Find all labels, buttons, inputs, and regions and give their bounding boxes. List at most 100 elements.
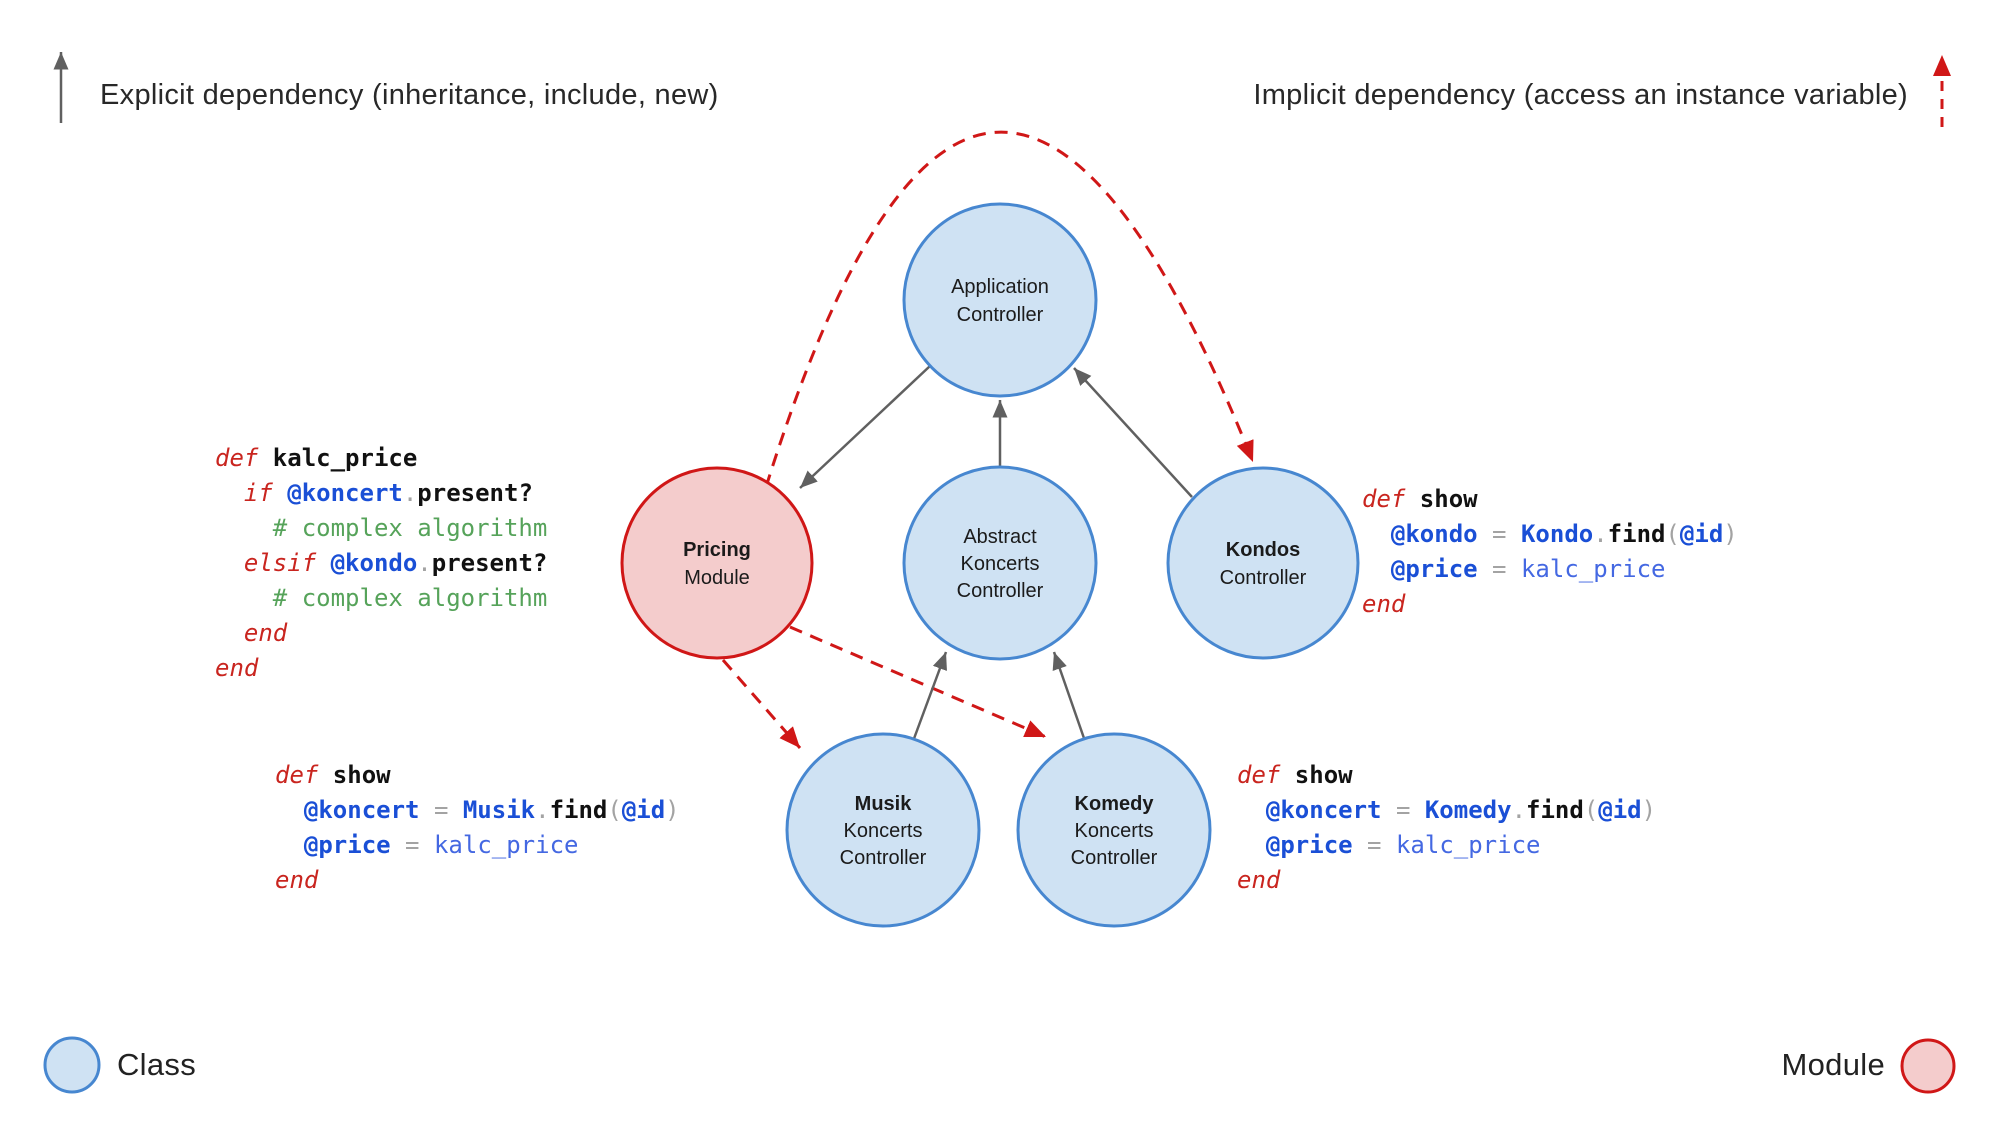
code-line: end (275, 863, 680, 898)
code-token: Kondo (1520, 520, 1594, 548)
code-token: = (419, 796, 463, 824)
abstract-label-line2: Koncerts (961, 553, 1040, 575)
pricing-label-line1: Pricing (683, 539, 751, 561)
code-token: @koncert (303, 796, 420, 824)
code-line: def show (1237, 758, 1656, 793)
code-token: find (549, 796, 608, 824)
code-token: . (535, 796, 550, 824)
code-token: kalc_price (272, 444, 418, 472)
code-line: @koncert = Musik.find(@id) (275, 793, 680, 828)
pricing-label-line2: Module (684, 567, 750, 589)
code-token: # complex algorithm (215, 514, 548, 542)
code-line: # complex algorithm (215, 581, 548, 616)
arrow-kondos-to-application (1073, 367, 1193, 498)
code-token: = (390, 831, 434, 859)
code-token: . (1511, 796, 1527, 824)
code-token: = (1352, 831, 1396, 859)
code-token: end (275, 866, 319, 894)
code-token: def (275, 761, 333, 789)
application-label-line2: Controller (957, 304, 1044, 326)
kondos-label-line1: Kondos (1226, 539, 1300, 561)
code-line: def kalc_price (215, 441, 547, 476)
abstract-label-line1: Abstract (963, 526, 1037, 548)
code-token (275, 831, 304, 859)
code-token: show (332, 761, 391, 789)
code-token: ) (1723, 520, 1738, 548)
node-komedy-koncerts-controller (1016, 732, 1212, 928)
musik-label-line3: Controller (840, 847, 927, 869)
komedy-label-line2: Koncerts (1075, 820, 1154, 842)
code-token: ( (607, 796, 622, 824)
code-token (1362, 520, 1391, 548)
code-token: if (215, 479, 288, 507)
arrow-pricing-to-musik (721, 659, 802, 749)
code-token: = (1477, 520, 1521, 548)
musik-label-line1: Musik (855, 793, 913, 815)
code-token: . (417, 549, 432, 577)
explicit-dependency-label: Explicit dependency (inheritance, includ… (100, 79, 719, 111)
code-token: @price (1390, 555, 1478, 583)
code-line: @price = kalc_price (1362, 552, 1738, 587)
code-token (1237, 831, 1266, 859)
code-line: @kondo = Kondo.find(@id) (1362, 517, 1738, 552)
code-line: end (1237, 863, 1656, 898)
code-token: @id (1598, 796, 1642, 824)
node-abstract-koncerts-controller (902, 465, 1098, 661)
code-line: elsif @kondo.present? (215, 546, 547, 581)
code-token: @id (621, 796, 666, 824)
code-token: kalc_price (433, 831, 579, 859)
arrow-musik-to-abstract (910, 651, 948, 745)
node-application-controller (902, 202, 1098, 398)
code-line: end (215, 651, 547, 686)
code-token: present? (417, 479, 533, 507)
code-line: @koncert = Komedy.find(@id) (1237, 793, 1656, 828)
module-swatch-icon (1900, 1038, 1956, 1094)
komedy-label-line3: Controller (1071, 847, 1158, 869)
arrow-pricing-to-komedy (789, 625, 1047, 739)
code-token (1362, 555, 1391, 583)
code-block-musik-show: def show @koncert = Musik.find(@id) @pri… (275, 758, 680, 898)
code-token: = (1477, 555, 1521, 583)
node-kondos-controller (1166, 466, 1360, 660)
code-token: show (1294, 761, 1353, 789)
arrow-pricing-to-kondos (764, 130, 1255, 488)
node-pricing-module (620, 466, 814, 660)
code-token: @price (1265, 831, 1353, 859)
code-token: Komedy (1424, 796, 1512, 824)
arrow-komedy-to-abstract (1052, 651, 1088, 745)
code-token: present? (431, 549, 548, 577)
komedy-label-line1: Komedy (1075, 793, 1155, 815)
arrow-application-to-pricing (799, 365, 931, 489)
code-token: ) (1641, 796, 1657, 824)
code-block-komedy-show: def show @koncert = Komedy.find(@id) @pr… (1237, 758, 1656, 898)
class-swatch-icon (43, 1036, 101, 1094)
code-token: @kondo (1390, 520, 1478, 548)
musik-label-line2: Koncerts (844, 820, 923, 842)
code-token: @id (1679, 520, 1724, 548)
code-token (275, 796, 304, 824)
code-line: end (215, 616, 547, 651)
code-token: ( (1665, 520, 1680, 548)
code-token: elsif (215, 549, 331, 577)
code-line: def show (1362, 482, 1738, 517)
code-line: @price = kalc_price (275, 828, 680, 863)
abstract-label-line3: Controller (957, 580, 1044, 602)
code-line: end (1362, 587, 1738, 622)
class-legend-label: Class (117, 1047, 197, 1082)
application-label-line1: Application (951, 276, 1049, 298)
code-token: end (215, 654, 259, 682)
code-token (1237, 796, 1266, 824)
code-token: kalc_price (1395, 831, 1541, 859)
code-token: end (215, 619, 288, 647)
code-token: . (402, 479, 418, 507)
code-token: show (1419, 485, 1478, 513)
code-line: if @koncert.present? (215, 476, 547, 511)
code-token: find (1607, 520, 1666, 548)
node-musik-koncerts-controller (785, 732, 981, 928)
code-token: ) (665, 796, 680, 824)
implicit-dependency-label: Implicit dependency (access an instance … (1253, 79, 1908, 111)
code-block-kondos-show: def show @kondo = Kondo.find(@id) @price… (1362, 482, 1738, 622)
code-token: def (215, 444, 273, 472)
